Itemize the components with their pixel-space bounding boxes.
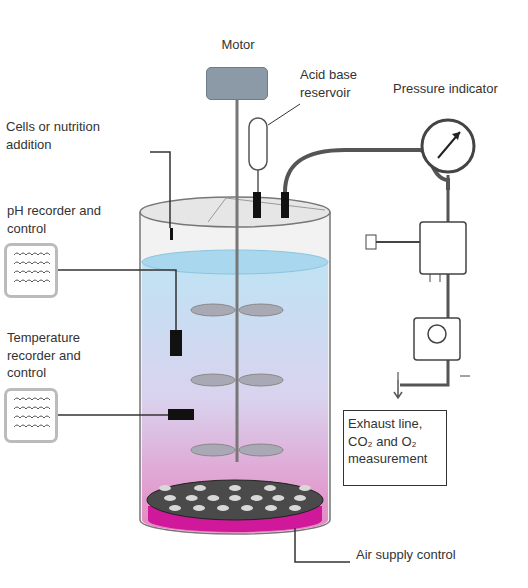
node-label: Exhaust line, CO₂ and O₂ measurement bbox=[348, 415, 442, 468]
impellers bbox=[191, 304, 283, 456]
ph-recorder: pH recorder and control bbox=[4, 243, 58, 298]
exhaust-box: Exhaust line, CO₂ and O₂ measurement bbox=[343, 410, 447, 486]
gas-analyser bbox=[420, 222, 466, 274]
part-label: Air supply control bbox=[356, 546, 456, 564]
acid-port bbox=[253, 192, 261, 218]
gas-port bbox=[281, 192, 289, 218]
temp-trace bbox=[14, 398, 50, 427]
culture-liquid bbox=[142, 262, 328, 533]
reservoir-capsule bbox=[249, 118, 267, 170]
temperature-recorder: Temperature recorder and control bbox=[4, 388, 58, 443]
motor-box: Motor bbox=[206, 67, 268, 100]
leader-line bbox=[268, 104, 300, 125]
leader-line bbox=[150, 152, 170, 228]
feed-port bbox=[170, 228, 173, 240]
flow-meter bbox=[414, 318, 460, 360]
ph-probe bbox=[170, 330, 182, 356]
tank-lid bbox=[140, 197, 330, 227]
part-label: Cells or nutrition addition bbox=[6, 118, 146, 153]
sparger-plate bbox=[147, 480, 323, 520]
node-label: Motor bbox=[193, 36, 283, 54]
lid-hatch bbox=[208, 198, 325, 222]
ph-trace bbox=[14, 253, 50, 282]
temp-probe bbox=[168, 409, 194, 420]
pressure-gauge bbox=[422, 120, 474, 172]
node-label: pH recorder and control bbox=[7, 202, 117, 237]
exhaust-arrow bbox=[394, 380, 402, 398]
stirrer-shaft bbox=[236, 100, 239, 462]
node-label: Temperature recorder and control bbox=[7, 329, 103, 382]
sparger-holes bbox=[159, 485, 311, 511]
tank-wall bbox=[140, 212, 330, 534]
ph-wire bbox=[57, 270, 176, 330]
leader-line bbox=[295, 528, 350, 562]
part-label: Pressure indicator bbox=[393, 80, 523, 98]
part-label: Acid base reservoir bbox=[300, 66, 380, 101]
temp-wire bbox=[57, 414, 168, 416]
